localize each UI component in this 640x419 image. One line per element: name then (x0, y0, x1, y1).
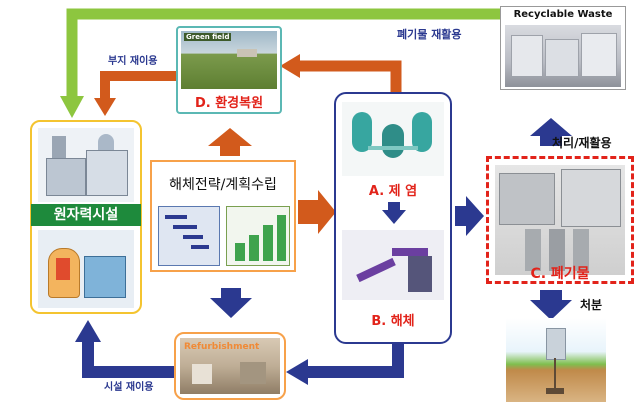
waste-label: C. 폐기물 (530, 266, 590, 282)
growth-chart-illustration (226, 206, 290, 266)
orange-site-reuse-arrow (100, 71, 178, 100)
refurbishment-box: Refurbishment (174, 332, 286, 400)
navy-arrowhead-refurb (286, 359, 308, 385)
facility-reuse-label: 시설 재이용 (104, 382, 154, 393)
green-field-box: Green field D. 환경복원 (176, 26, 282, 114)
navy-to-refurb-arrow (306, 344, 404, 378)
navy-down-disposal-arrow (530, 290, 572, 320)
navy-arrowhead-npp (75, 320, 101, 342)
navy-facility-reuse-arrow (82, 340, 176, 378)
orange-to-greenfield-arrow (298, 60, 402, 92)
strategy-box: 해체전략/계획수립 (150, 160, 296, 272)
navy-down-arrow (210, 288, 252, 318)
waste-recycling-label: 폐기물 재활용 (397, 28, 462, 41)
orange-up-arrow (208, 128, 252, 156)
waste-containers-photo (495, 165, 625, 275)
strategy-label: 해체전략/계획수립 (169, 177, 277, 193)
decon-to-dismantle-arrow (382, 202, 406, 224)
reactor-cutaway-illustration (38, 230, 134, 308)
recyclable-waste-box: Recyclable Waste (500, 6, 626, 90)
green-field-label: Green field (184, 33, 232, 41)
green-field-photo: Green field (181, 31, 277, 89)
orange-right-arrow (298, 190, 336, 234)
refurbishment-label: Refurbishment (184, 342, 260, 352)
recyclable-waste-label: Recyclable Waste (513, 9, 613, 20)
orange-arrowhead-gf (280, 54, 300, 78)
decon-label: A. 제 염 (368, 184, 418, 199)
nuclear-facility-box: 원자력시설 (30, 120, 142, 314)
navy-right-arrow (455, 196, 484, 236)
site-reuse-label: 부지 재이용 (108, 56, 158, 67)
dismantle-label: B. 해체 (371, 314, 415, 329)
green-arrowhead (60, 96, 84, 118)
disposal-label: 처분 (580, 298, 603, 312)
decon-dismantle-box: A. 제 염 B. 해체 (334, 92, 452, 344)
processing-recycling-label: 처리/재활용 (552, 136, 612, 150)
nuclear-facility-label: 원자력시설 (31, 204, 141, 226)
disposal-site-illustration (506, 318, 606, 402)
green-recycle-arrow (66, 8, 515, 98)
env-restoration-label: D. 환경복원 (194, 96, 264, 111)
gantt-chart-illustration (158, 206, 220, 266)
navy-up-arrow (530, 118, 572, 146)
orange-arrowhead-npp (94, 98, 116, 116)
refurbishment-photo: Refurbishment (180, 338, 280, 394)
robot-arm-illustration (342, 230, 444, 300)
nuclear-plant-illustration (38, 128, 134, 202)
reactor-vessel-illustration (342, 102, 444, 176)
waste-box: C. 폐기물 (486, 156, 634, 284)
recyclable-waste-photo (505, 25, 621, 87)
